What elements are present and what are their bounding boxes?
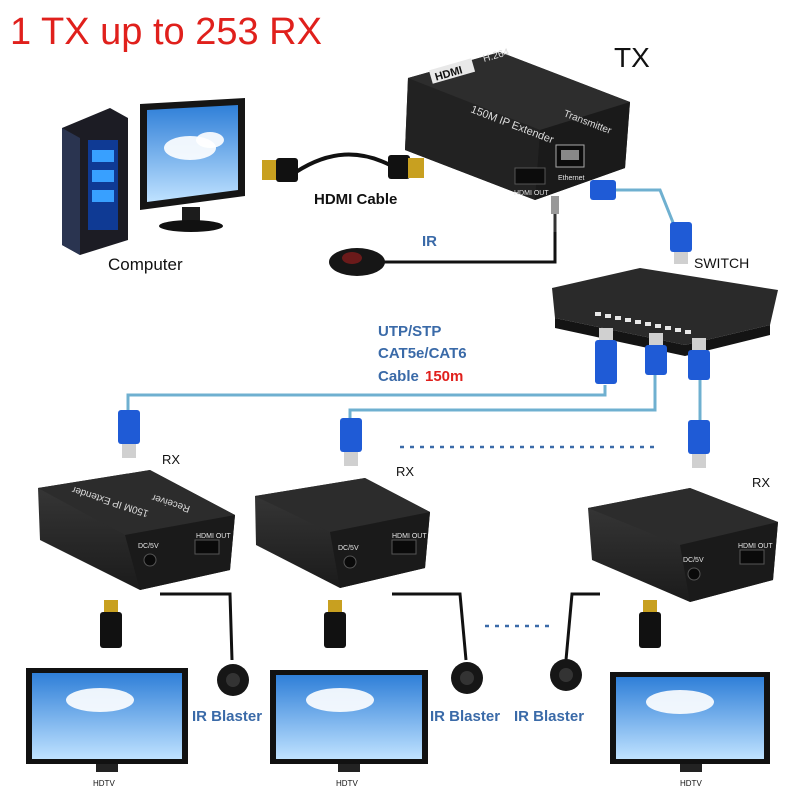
rj45-connector-icon — [688, 420, 710, 468]
diagram-title: 1 TX up to 253 RX — [10, 11, 322, 53]
cable-length: 150m — [425, 368, 463, 385]
ir-blaster-cables — [160, 592, 600, 661]
network-switch: SWITCH — [552, 255, 778, 356]
switch-ports — [595, 312, 691, 334]
cable-type-line3: Cable — [378, 368, 419, 385]
rx-label: RX — [162, 452, 180, 467]
tx-hdmi-port — [514, 167, 546, 185]
tx-label: TX — [614, 42, 650, 73]
rx-label: RX — [752, 475, 770, 490]
rx-port-hdmi: HDMI OUT — [392, 533, 427, 540]
hdtv-label: HDTV — [336, 779, 358, 788]
rj45-connector-icon — [118, 410, 140, 458]
rj45-connector-icon — [688, 338, 710, 380]
cable-type-line1: UTP/STP — [378, 323, 441, 340]
rx-device-1: 150M IP Extender Receiver DC/5V HDMI OUT… — [38, 452, 235, 590]
computer-tower-icon — [62, 108, 128, 255]
rx-label: RX — [396, 464, 414, 479]
ir-blaster-label: IR Blaster — [430, 708, 500, 725]
switch-rx-cables — [126, 375, 702, 425]
ir-blaster-label: IR Blaster — [192, 708, 262, 725]
hdmi-plug-icon — [639, 600, 661, 648]
ir-blaster-label: IR Blaster — [514, 708, 584, 725]
rj45-connector-icon — [590, 180, 616, 200]
rx-port-hdmi: HDMI OUT — [196, 533, 231, 540]
rx-port-hdmi: HDMI OUT — [738, 543, 773, 550]
rj45-connector-icon — [670, 222, 692, 264]
tx-port-eth-label: Ethernet — [558, 175, 585, 182]
tx-switch-cable — [612, 188, 678, 231]
monitor-icon — [140, 98, 245, 232]
ir-blaster-icon — [217, 664, 249, 696]
cable-type-line2: CAT5e/CAT6 — [378, 345, 467, 362]
hdmi-cable: HDMI Cable — [262, 152, 424, 208]
hdmi-plug-icon — [324, 600, 346, 648]
hdtv-1: HDTV — [26, 668, 188, 788]
rx-device-3: DC/5V HDMI OUT RX — [588, 475, 778, 602]
hdtv-label: HDTV — [680, 779, 702, 788]
ir-blaster-icon — [451, 662, 483, 694]
hdmi-cable-label: HDMI Cable — [314, 191, 397, 208]
rx-port-dc: DC/5V — [683, 557, 704, 564]
hdmi-plug-icon — [100, 600, 122, 648]
hdtv-3: HDTV — [610, 672, 770, 788]
hdtv-2: HDTV — [270, 670, 428, 788]
hdtv-label: HDTV — [93, 779, 115, 788]
hdmi-plug-icon — [262, 158, 298, 182]
rx-device-2: DC/5V HDMI OUT RX — [255, 464, 430, 588]
tx-port-hdmi-label: HDMI OUT — [514, 190, 549, 197]
rj45-connector-icon — [645, 333, 667, 375]
computer: Computer — [62, 98, 245, 274]
tx-device: HDMI H.264 150M IP Extender Transmitter … — [405, 42, 650, 200]
switch-label: SWITCH — [694, 255, 749, 271]
ir-cable — [384, 196, 559, 264]
cable-info: UTP/STP CAT5e/CAT6 Cable 150m — [378, 323, 467, 385]
ir-receiver-icon — [329, 248, 385, 276]
rx-port-dc: DC/5V — [338, 545, 359, 552]
rx-port-dc: DC/5V — [138, 543, 159, 550]
rj45-connector-icon — [340, 418, 362, 466]
ir-blaster-icon — [550, 659, 582, 691]
computer-label: Computer — [108, 255, 183, 274]
rj45-connector-icon — [595, 328, 617, 384]
hdmi-plug-icon — [388, 155, 424, 179]
ir-label: IR — [422, 233, 437, 250]
